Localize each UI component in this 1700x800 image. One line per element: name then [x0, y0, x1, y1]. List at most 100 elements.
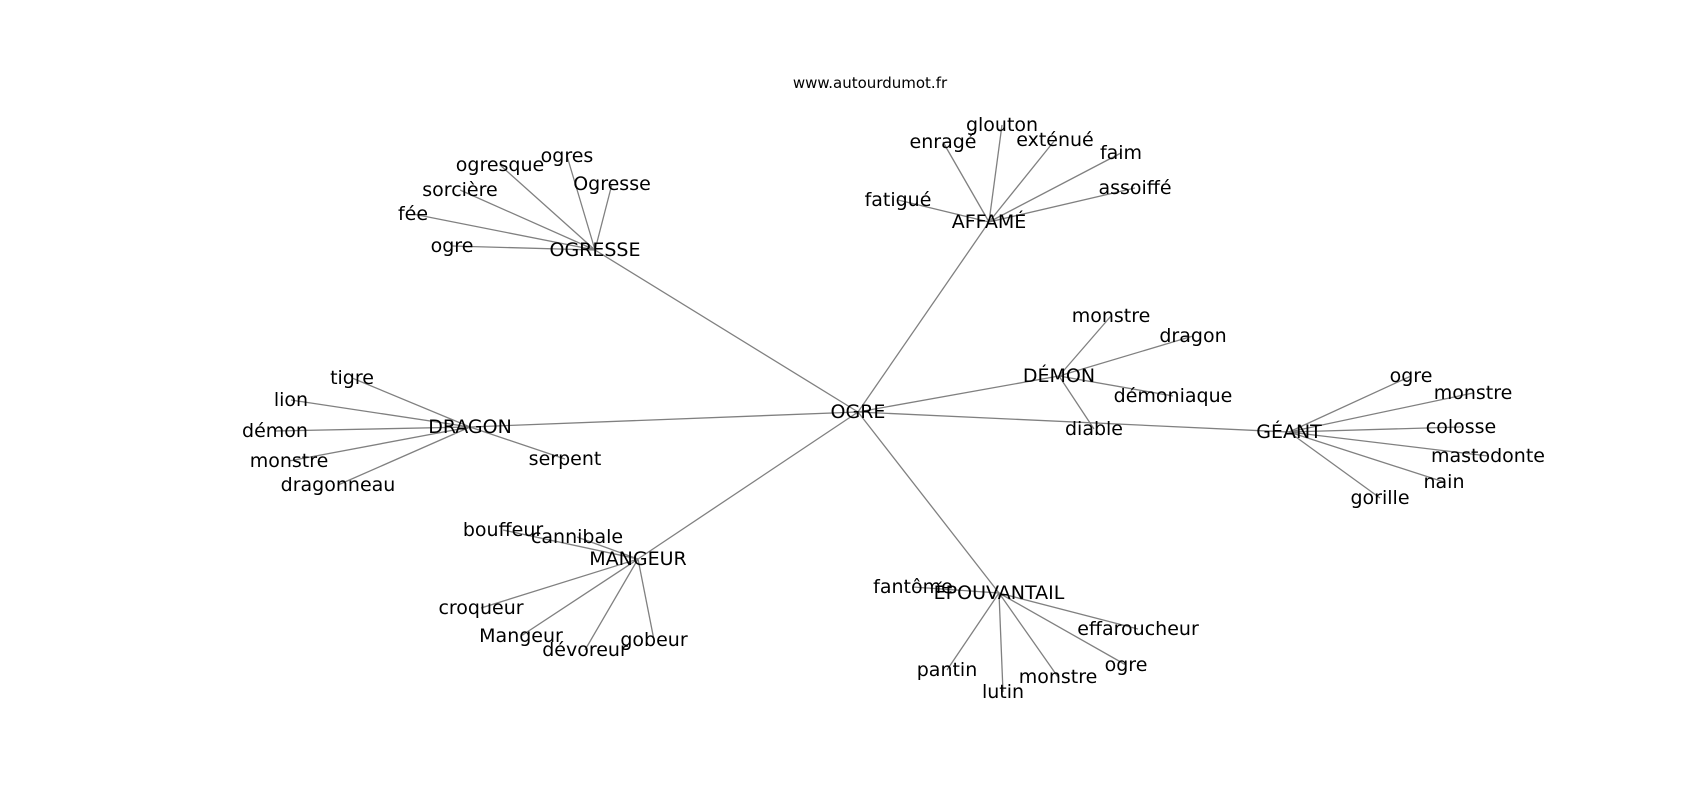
- edge-root-hub: [857, 411, 1000, 594]
- leaf-word: démon: [242, 420, 308, 442]
- edge-hub-leaf: [451, 245, 596, 251]
- leaf-word: gobeur: [620, 629, 687, 651]
- graph-edges: [274, 124, 1489, 693]
- hub-word: OGRESSE: [549, 239, 640, 261]
- edge-hub-leaf: [912, 586, 1000, 594]
- edge-hub-leaf: [576, 536, 639, 560]
- edge-hub-leaf: [502, 529, 639, 560]
- leaf-word: ogre: [1390, 365, 1433, 387]
- edge-hub-leaf: [337, 426, 471, 486]
- leaf-word: dévoreur: [542, 639, 628, 661]
- edge-hub-leaf: [499, 164, 596, 251]
- edge-root-hub: [857, 411, 1290, 433]
- edge-root-hub: [469, 411, 859, 428]
- leaf-word: glouton: [966, 114, 1038, 136]
- leaf-word: monstre: [1072, 305, 1151, 327]
- leaf-word: sorcière: [422, 179, 497, 201]
- hub-word: DRAGON: [428, 416, 512, 438]
- leaf-word: bouffeur: [463, 519, 544, 541]
- leaf-word: fantôme: [873, 576, 953, 598]
- edge-hub-leaf: [998, 592, 1127, 666]
- edge-hub-leaf: [594, 183, 613, 251]
- leaf-word: monstre: [1019, 666, 1098, 688]
- edge-hub-leaf: [998, 592, 1059, 678]
- leaf-word: nain: [1423, 471, 1464, 493]
- edge-hub-leaf: [274, 426, 471, 432]
- leaf-word: tigre: [330, 367, 374, 389]
- leaf-word: enragé: [910, 131, 977, 153]
- leaf-word: effaroucheur: [1077, 618, 1199, 640]
- leaf-word: colosse: [1426, 416, 1496, 438]
- leaf-word: monstre: [250, 450, 329, 472]
- edge-hub-leaf: [1288, 392, 1474, 433]
- leaf-word: croqueur: [438, 597, 523, 619]
- edge-hub-leaf: [942, 141, 990, 223]
- edge-hub-leaf: [351, 377, 471, 428]
- site-title: www.autourdumot.fr: [793, 74, 948, 92]
- edge-hub-leaf: [459, 189, 596, 251]
- edge-hub-leaf: [1058, 375, 1174, 397]
- edge-hub-leaf: [584, 558, 639, 651]
- leaf-word: faim: [1100, 142, 1142, 164]
- hub-word: AFFAMÉ: [952, 210, 1027, 233]
- edge-hub-leaf: [480, 558, 639, 609]
- edge-hub-leaf: [946, 592, 1000, 671]
- edge-hub-leaf: [1288, 431, 1489, 457]
- edge-hub-leaf: [1288, 426, 1462, 433]
- hub-word: ÉPOUVANTAIL: [934, 581, 1065, 604]
- hub-word: GÉANT: [1256, 420, 1322, 443]
- edge-hub-leaf: [1288, 431, 1381, 499]
- leaf-word: cannibale: [531, 526, 623, 548]
- leaf-word: ogre: [431, 235, 474, 257]
- leaf-word: mastodonte: [1431, 445, 1545, 467]
- leaf-word: démoniaque: [1114, 385, 1233, 407]
- edge-hub-leaf: [637, 558, 655, 641]
- leaf-word: serpent: [529, 448, 602, 470]
- leaf-word: lion: [274, 389, 308, 411]
- edge-hub-leaf: [988, 152, 1122, 223]
- leaf-word: pantin: [917, 659, 978, 681]
- leaf-word: gorille: [1350, 487, 1409, 509]
- leaf-word: lutin: [982, 681, 1024, 703]
- leaf-word: dragonneau: [281, 474, 396, 496]
- hub-word: MANGEUR: [589, 548, 686, 570]
- hub-word: DÉMON: [1023, 364, 1095, 387]
- leaf-word: fatigué: [865, 189, 932, 211]
- leaf-word: assoiffé: [1098, 177, 1171, 199]
- edge-hub-leaf: [988, 187, 1136, 223]
- leaf-word: Ogresse: [573, 173, 651, 195]
- edge-root-hub: [594, 249, 859, 413]
- edge-hub-leaf: [1058, 315, 1112, 377]
- leaf-word: ogresque: [456, 154, 544, 176]
- edge-hub-leaf: [288, 426, 471, 462]
- leaf-word: dragon: [1159, 325, 1226, 347]
- edge-hub-leaf: [1288, 375, 1412, 433]
- leaf-word: diable: [1065, 418, 1123, 440]
- edge-hub-leaf: [520, 558, 639, 637]
- edge-root-hub: [857, 375, 1060, 413]
- edge-hub-leaf: [566, 155, 596, 251]
- edge-hub-leaf: [290, 399, 471, 428]
- edge-hub-leaf: [998, 592, 1139, 630]
- edge-hub-leaf: [897, 199, 990, 223]
- edge-hub-leaf: [988, 139, 1056, 223]
- edge-root-hub: [637, 411, 859, 560]
- edge-hub-leaf: [1058, 335, 1194, 377]
- leaf-word: fée: [398, 203, 428, 225]
- leaf-word: ogre: [1105, 654, 1148, 676]
- edge-hub-leaf: [412, 213, 596, 251]
- leaf-word: Mangeur: [479, 625, 563, 647]
- leaf-word: monstre: [1434, 382, 1513, 404]
- edge-hub-leaf: [1058, 375, 1095, 430]
- edge-root-hub: [857, 221, 990, 413]
- leaf-word: exténué: [1016, 129, 1094, 151]
- root-word: OGRE: [831, 401, 886, 423]
- leaf-word: ogres: [541, 145, 594, 167]
- edge-hub-leaf: [988, 124, 1003, 223]
- edge-hub-leaf: [1288, 431, 1445, 483]
- edge-hub-leaf: [469, 426, 566, 460]
- edge-hub-leaf: [998, 592, 1004, 693]
